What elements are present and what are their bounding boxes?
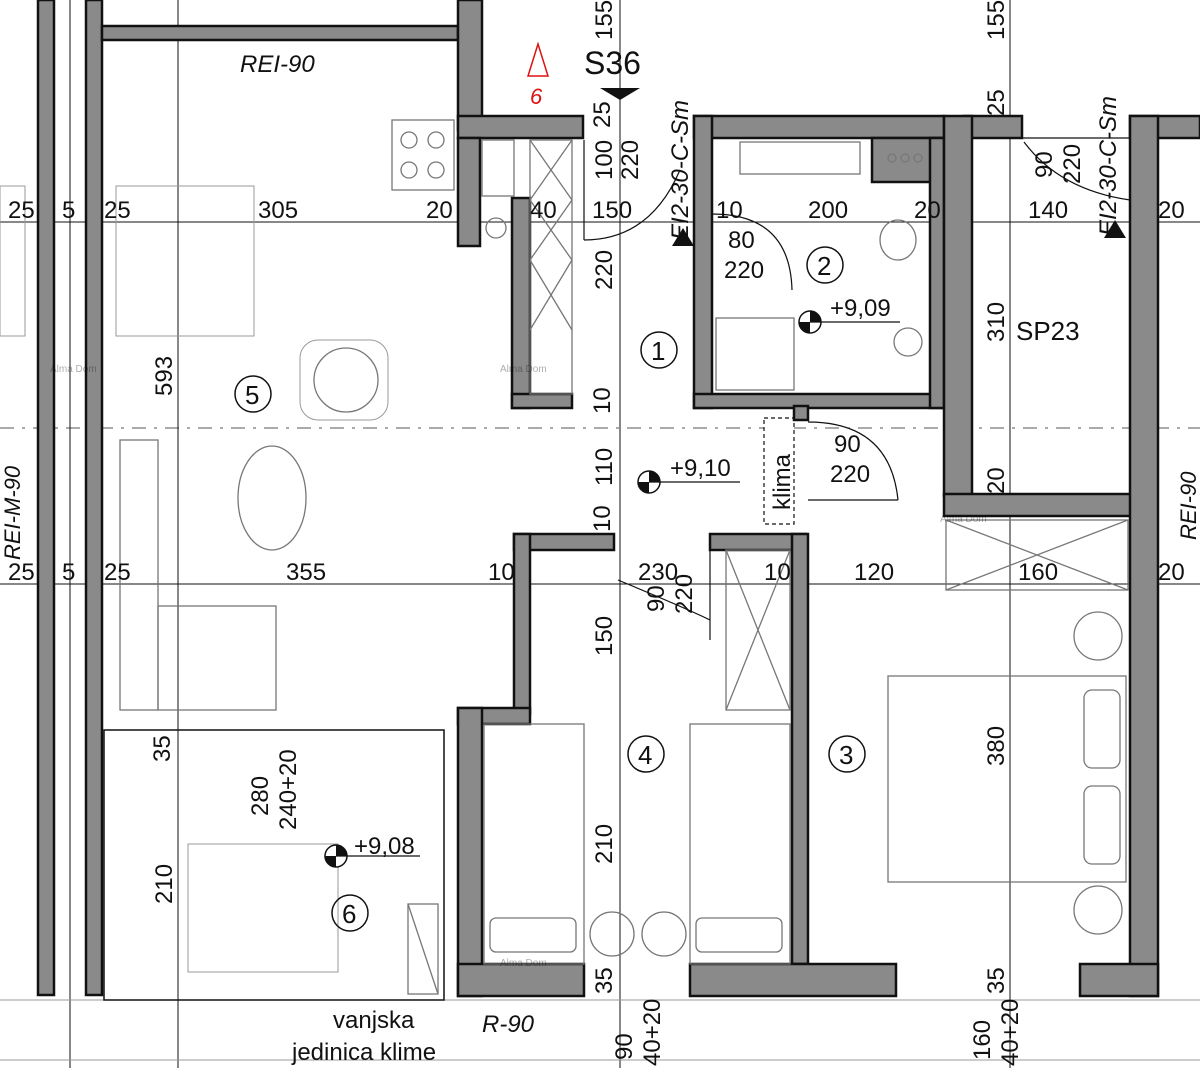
dim-lower-3: 355 [286,559,326,586]
fire-rating-left: REI-M-90 [0,465,25,560]
dim-upper-8: 200 [808,197,848,224]
section-marker [526,41,1126,246]
room-number-6: 6 [342,899,356,929]
dim-vert-14: 35 [591,967,618,994]
door-2-width: 80 [728,227,755,254]
window-2-height: 40+20 [639,999,666,1066]
window-sizes: 280 240+20 90 40+20 160 40+20 [247,749,1024,1066]
dim-lower-5: 230 [638,559,678,586]
dim-upper-2: 25 [104,197,131,224]
dim-lower-1: 5 [62,559,75,586]
furniture [0,119,1129,995]
door-3-width: 90 [834,431,861,458]
window-1-height: 240+20 [275,749,302,830]
dim-vert-11: 210 [591,824,618,864]
watermark-1: Alma Dom [50,364,97,375]
fire-rating-bottom: R-90 [482,1011,535,1038]
stair-number: 6 [530,84,543,109]
dim-vert-10: 380 [983,726,1010,766]
dim-upper-5: 40 [530,197,557,224]
door-sizes: 100 220 80 220 90 220 90 220 90 220 [591,140,1086,614]
door-swings [583,137,1131,640]
room-number-5: 5 [245,380,259,410]
dim-upper-11: 20 [1158,197,1185,224]
door-5-height: 220 [1059,144,1086,184]
klima-label: klima [769,453,796,510]
door-2-height: 220 [724,257,764,284]
dim-lower-0: 25 [8,559,35,586]
dim-lower-8: 160 [1018,559,1058,586]
fire-rating-top: REI-90 [240,51,315,78]
outdoor-unit-line-2: jedinica klime [291,1039,436,1066]
door-1-width: 100 [591,140,618,180]
level-room-6: +9,08 [354,833,415,860]
dim-lower-6: 10 [764,559,791,586]
dim-upper-4: 20 [426,197,453,224]
dim-upper-7: 10 [716,197,743,224]
dim-vert-0: 593 [151,356,178,396]
level-room-2: +9,09 [830,295,891,322]
dim-upper-6: 150 [592,197,632,224]
dim-vert-6: 110 [591,448,618,486]
watermarks: Alma Dom Alma Dom Alma Dom Alma Dom [50,364,987,969]
door-4-width: 90 [643,585,670,612]
window-2-width: 90 [611,1033,638,1060]
dim-vert-15: 35 [983,967,1010,994]
dim-lower-2: 25 [104,559,131,586]
window-3-height: 40+20 [997,999,1024,1066]
window-3-width: 160 [969,1020,996,1060]
room-number-2: 2 [817,251,831,281]
dim-lower-7: 120 [854,559,894,586]
dim-vert-5: 10 [589,387,616,414]
room-number-1: 1 [651,336,665,366]
fire-rating-door-1: EI2-30-C-Sm [667,100,694,240]
dim-upper-0: 25 [8,197,35,224]
dim-lower-4: 10 [488,559,515,586]
dim-vert-13: 35 [149,735,176,762]
door-3-height: 220 [830,461,870,488]
door-1-height: 220 [617,140,644,180]
dim-vert-4: 310 [983,302,1010,342]
door-4-height: 220 [671,574,698,614]
dimension-row-lower: 25 5 25 355 10 230 10 120 160 20 [8,559,1185,586]
walls [36,0,1200,1001]
room-number-3: 3 [839,740,853,770]
watermark-2: Alma Dom [500,364,547,375]
shaft-label: SP23 [1016,316,1080,346]
dim-upper-10: 140 [1028,197,1068,224]
fire-rating-door-2: EI2-30-C-Sm [1095,96,1122,236]
climb-label-right: 155 [983,0,1010,40]
window-1-width: 280 [247,776,274,816]
fire-rating-right: REI-90 [1176,471,1200,540]
dimension-row-upper: 25 5 25 305 20 40 150 10 200 20 140 20 [8,197,1185,224]
level-markers [324,310,900,868]
dim-vert-9: 150 [591,616,618,656]
room-number-4: 4 [638,740,652,770]
dim-vert-8: 20 [983,467,1010,494]
dimension-vertical: 593 25 25 220 310 10 110 10 20 150 380 2… [149,89,1010,994]
dim-upper-9: 20 [914,197,941,224]
dim-vert-7: 10 [589,505,616,532]
watermark-4: Alma Dom [500,958,547,969]
dim-vert-12: 210 [151,864,178,904]
level-room-1: +9,10 [670,455,731,482]
climb-label-left: 155 [591,0,618,40]
watermark-3: Alma Dom [940,514,987,525]
door-5-width: 90 [1031,151,1058,178]
dim-upper-3: 305 [258,197,298,224]
dim-vert-2: 25 [983,89,1010,116]
section-label: S36 [584,45,641,81]
dim-vert-1: 25 [589,101,616,128]
dim-vert-3: 220 [591,250,618,290]
dim-upper-1: 5 [62,197,75,224]
outdoor-unit-line-1: vanjska [333,1007,415,1034]
dim-lower-9: 20 [1158,559,1185,586]
room-tags: 1 2 3 4 5 6 [234,246,866,932]
